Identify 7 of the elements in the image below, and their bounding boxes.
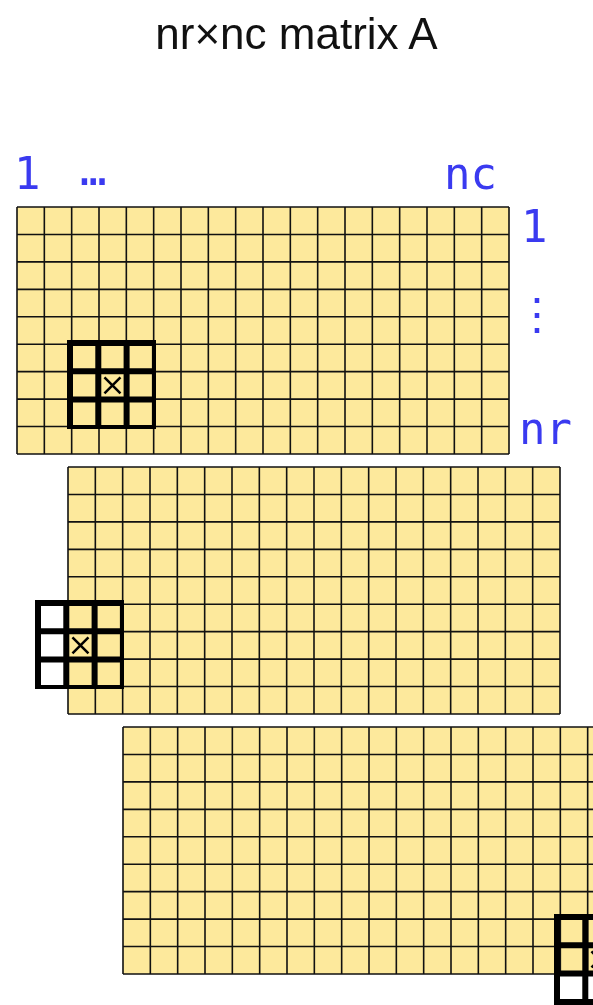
column-index: 1 (14, 152, 41, 196)
ellipsis: … (80, 148, 107, 192)
title: nr×nc matrix A (154, 12, 439, 56)
ellipsis: ⋮ (515, 292, 559, 336)
row-count: nr (519, 407, 572, 451)
row-index: 1 (521, 205, 548, 249)
column-count: nc (444, 152, 497, 196)
